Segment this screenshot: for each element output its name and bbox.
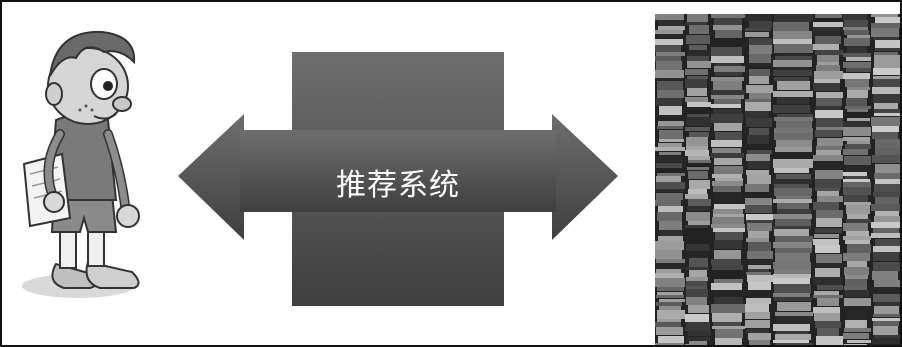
double-arrow-icon (178, 52, 618, 306)
book-stacks-image (655, 14, 900, 345)
cartoon-boy-icon (16, 24, 162, 314)
recommender-system-label: 推荐系统 (336, 168, 460, 203)
